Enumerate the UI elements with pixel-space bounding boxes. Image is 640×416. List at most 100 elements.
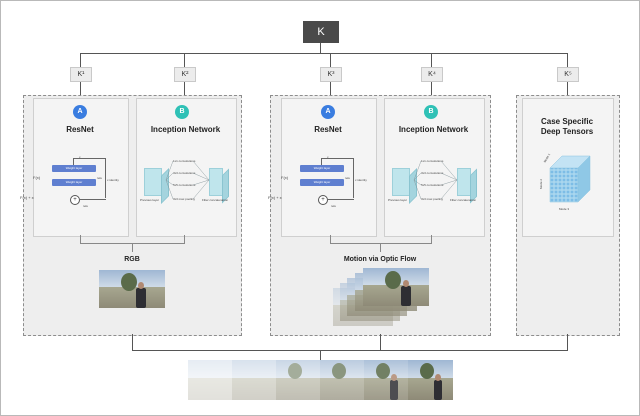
rgb-caption: RGB xyxy=(124,256,140,263)
root-node-k: K xyxy=(303,21,339,43)
connector-bottom-bus xyxy=(132,350,568,351)
connector-k5-panel xyxy=(567,82,568,96)
branch-k4: K⁴ xyxy=(421,67,443,82)
connector-root-down xyxy=(320,43,321,53)
flow-inception-left-label: Previous layer xyxy=(388,198,408,202)
flow-caption: Motion via Optic Flow xyxy=(343,256,417,263)
rgb-resnet-sum: + xyxy=(70,195,80,205)
tensor-title-line1: Case Specific xyxy=(540,117,594,126)
connector-k5 xyxy=(567,53,568,67)
rgb-resnet-x: x xyxy=(79,155,81,159)
connector-k2-panel xyxy=(184,82,185,96)
rgb-resnet-skip-bottom xyxy=(79,199,106,200)
output-frame-2 xyxy=(232,360,276,400)
output-frame-4 xyxy=(320,360,364,400)
rgb-inception-row-2: 3x3 convolutions xyxy=(173,171,196,175)
rgb-resnet-relu: relu xyxy=(97,176,103,180)
flow-resnet-skip-bottom xyxy=(327,199,354,200)
output-frame-3 xyxy=(276,360,320,400)
flow-resnet-skip xyxy=(353,158,354,198)
tensor-label-bottom: Mode 3 xyxy=(559,207,570,211)
flow-inception-connections xyxy=(413,160,458,200)
flow-resnet-in-line xyxy=(321,158,322,166)
flow-weight-layer-2-label: Weight layer xyxy=(313,180,331,184)
rgb-resnet-sum-label: F(x) + x xyxy=(20,195,34,200)
tensor-title-line2: Deep Tensors xyxy=(540,127,594,136)
rgb-inception-row-3: 5x5 convolutions xyxy=(173,183,196,187)
flow-bracket-left xyxy=(330,235,331,243)
flow-frame-5 xyxy=(363,268,429,306)
flow-resnet-sum: + xyxy=(318,195,328,205)
flow-bracket-right xyxy=(431,235,432,243)
rgb-resnet-identity: x identity xyxy=(107,178,119,182)
rgb-weight-layer-1: Weight layer xyxy=(52,165,96,172)
connector-k4 xyxy=(431,53,432,67)
flow-inception-diagram: 1x1 convolutions 3x3 convolutions 5x5 co… xyxy=(384,150,483,210)
rgb-inception-left-label: Previous layer xyxy=(140,198,160,202)
branch-k3: K³ xyxy=(320,67,342,82)
connector-k1-panel xyxy=(80,82,81,96)
rgb-bracket-left xyxy=(80,235,81,243)
rgb-inception-row-1: 1x1 convolutions xyxy=(173,159,196,163)
rgb-inception-row-4: 3x3 max pooling xyxy=(173,197,195,201)
connector-k3 xyxy=(330,53,331,67)
flow-bracket-bar xyxy=(330,243,432,244)
flow-weight-layer-1: Weight layer xyxy=(300,165,344,172)
flow-resnet-identity: x identity xyxy=(355,178,367,182)
rgb-frame-image xyxy=(99,270,165,308)
rgb-bracket-right xyxy=(184,235,185,243)
rgb-resnet-skip-top xyxy=(73,158,106,159)
rgb-bracket-stem xyxy=(132,243,133,252)
output-frame-strip xyxy=(188,360,453,400)
connector-k1 xyxy=(80,53,81,67)
flow-resnet-badge: A xyxy=(321,105,335,119)
flow-inception-title: Inception Network xyxy=(398,125,469,134)
rgb-inception-title: Inception Network xyxy=(150,125,221,134)
rgb-resnet-out-relu: relu xyxy=(83,204,89,208)
flow-panel-down xyxy=(380,334,381,351)
flow-frame-stack xyxy=(333,268,429,334)
flow-resnet-out-relu: relu xyxy=(331,204,337,208)
output-frame-6 xyxy=(408,360,453,400)
flow-resnet-diagram: x Weight layer relu F(x) Weight layer x … xyxy=(268,148,375,214)
branch-k2: K² xyxy=(174,67,196,82)
rgb-photo-person xyxy=(136,288,146,308)
connector-k3-panel xyxy=(330,82,331,96)
tensor-cube-svg xyxy=(549,155,591,203)
connector-k2 xyxy=(184,53,185,67)
flow-inception-row-4: 3x3 max pooling xyxy=(421,197,443,201)
rgb-resnet-fx: F(x) xyxy=(33,175,41,180)
branch-k1: K¹ xyxy=(70,67,92,82)
flow-resnet-sum-label: F(x) + x xyxy=(268,195,282,200)
flow-resnet-skip-top xyxy=(321,158,354,159)
connector-top-bus xyxy=(80,53,568,54)
rgb-resnet-in-line xyxy=(73,158,74,166)
flow-inception-row-3: 5x5 convolutions xyxy=(421,183,444,187)
tensor-panel-down xyxy=(567,334,568,351)
rgb-weight-layer-1-label: Weight layer xyxy=(65,166,83,170)
rgb-resnet-diagram: x Weight layer relu F(x) Weight layer x … xyxy=(20,148,127,214)
branch-k5: K⁵ xyxy=(557,67,579,82)
tensor-cube-diagram: Mode 1 Mode 2 Mode 3 xyxy=(522,146,612,216)
rgb-inception-connections xyxy=(165,160,210,200)
tensor-label-left: Mode 2 xyxy=(539,178,544,190)
flow-resnet-title: ResNet xyxy=(314,125,342,134)
flow-inception-box xyxy=(384,98,485,237)
connector-k4-panel xyxy=(431,82,432,96)
rgb-panel-down xyxy=(132,334,133,351)
rgb-photo-ground xyxy=(99,287,165,308)
flow-resnet-x: x xyxy=(327,155,329,159)
flow-weight-layer-1-label: Weight layer xyxy=(313,166,331,170)
flow-inception-badge: B xyxy=(424,105,438,119)
output-frame-1 xyxy=(188,360,232,400)
rgb-inception-badge: B xyxy=(175,105,189,119)
rgb-resnet-skip xyxy=(105,158,106,198)
rgb-weight-layer-2-label: Weight layer xyxy=(65,180,83,184)
rgb-resnet-title: ResNet xyxy=(66,125,94,134)
rgb-inception-right-label: Filter concatenation xyxy=(202,198,229,202)
flow-inception-right-label: Filter concatenation xyxy=(450,198,477,202)
rgb-resnet-badge: A xyxy=(73,105,87,119)
flow-bracket-stem xyxy=(380,243,381,252)
flow-weight-layer-2: Weight layer xyxy=(300,179,344,186)
rgb-inception-box xyxy=(136,98,237,237)
